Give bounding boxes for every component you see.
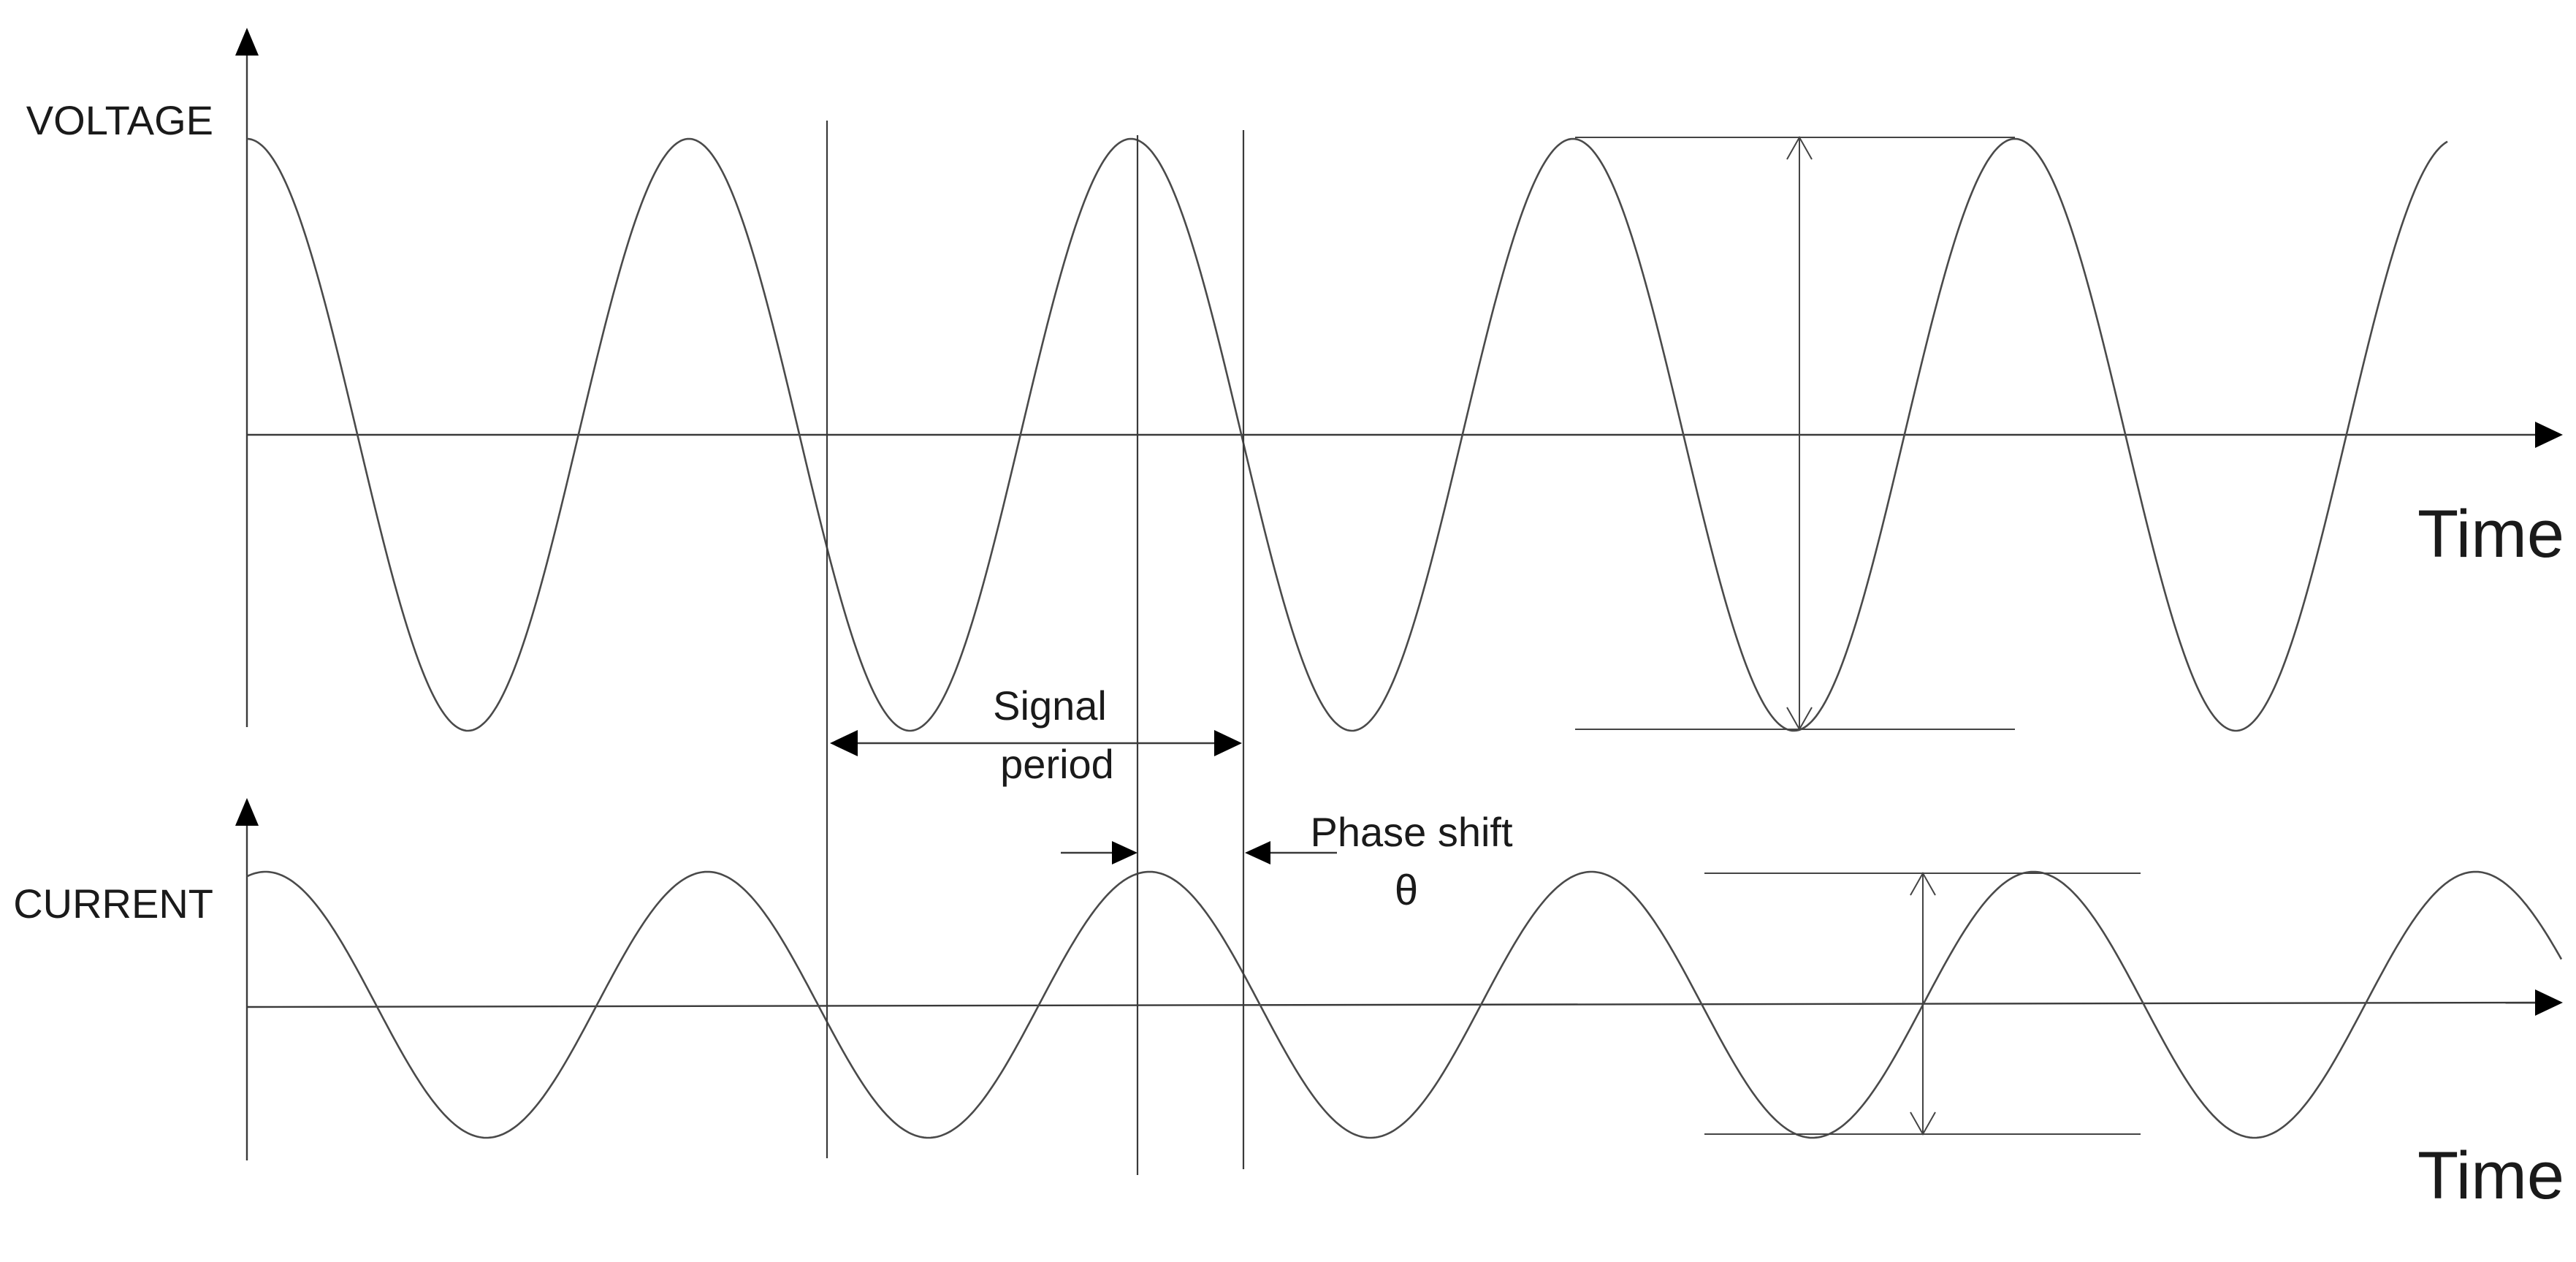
current-amplitude-bottom-arrowhead (1910, 1111, 1936, 1136)
current-x-axis (246, 1001, 2537, 1008)
voltage-x-axis-arrowhead (2535, 422, 2563, 448)
voltage-time-label: Time (2417, 497, 2564, 571)
current-amplitude-top-arrowhead (1910, 871, 1936, 896)
voltage-axis-label: VOLTAGE (26, 97, 213, 143)
signal-period-left-arrowhead (830, 730, 858, 756)
current-axis-label: CURRENT (13, 881, 213, 927)
voltage-waveform (246, 137, 2448, 732)
voltage-y-axis-arrowhead (235, 28, 259, 56)
phase-shift-label: Phase shift (1310, 809, 1512, 855)
voltage-amplitude-bottom-arrowhead (1786, 707, 1813, 731)
theta-label: θ (1395, 867, 1418, 914)
current-x-axis-arrowhead (2535, 989, 2563, 1016)
signal-period-label-line1: Signal (993, 683, 1107, 729)
phase-shift-left-arrowhead (1112, 841, 1138, 864)
current-y-axis-arrowhead (235, 798, 259, 826)
voltage-amplitude-top-arrowhead (1786, 135, 1813, 160)
current-waveform (246, 870, 2563, 1139)
phase-shift-right-arrowhead (1245, 841, 1270, 864)
signal-period-right-arrowhead (1214, 730, 1242, 756)
signal-period-label-line2: period (1000, 741, 1114, 787)
current-time-label: Time (2417, 1139, 2564, 1213)
